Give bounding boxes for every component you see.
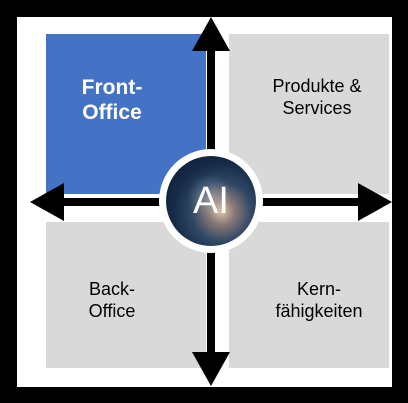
- quadrant-products-services: Produkte & Services: [229, 34, 389, 194]
- ai-hub-label: AI: [193, 180, 229, 222]
- quadrant-core-capabilities: Kern- fähigkeiten: [229, 222, 389, 368]
- ai-hub-image: AI: [166, 156, 256, 246]
- products-services-label: Produkte & Services: [272, 76, 362, 118]
- arrow-left-head: [30, 183, 64, 221]
- back-office-label: Back- Office: [88, 279, 136, 321]
- arrow-up-head: [192, 17, 230, 51]
- ai-hub-circle: AI: [159, 149, 263, 253]
- quadrant-back-office: Back- Office: [46, 222, 206, 368]
- core-capabilities-label: Kern- fähigkeiten: [275, 279, 363, 321]
- hub-glow: [188, 174, 232, 220]
- arrow-right-head: [358, 183, 392, 221]
- arrow-down-head: [192, 352, 230, 386]
- front-office-label: Front- Office: [81, 75, 143, 124]
